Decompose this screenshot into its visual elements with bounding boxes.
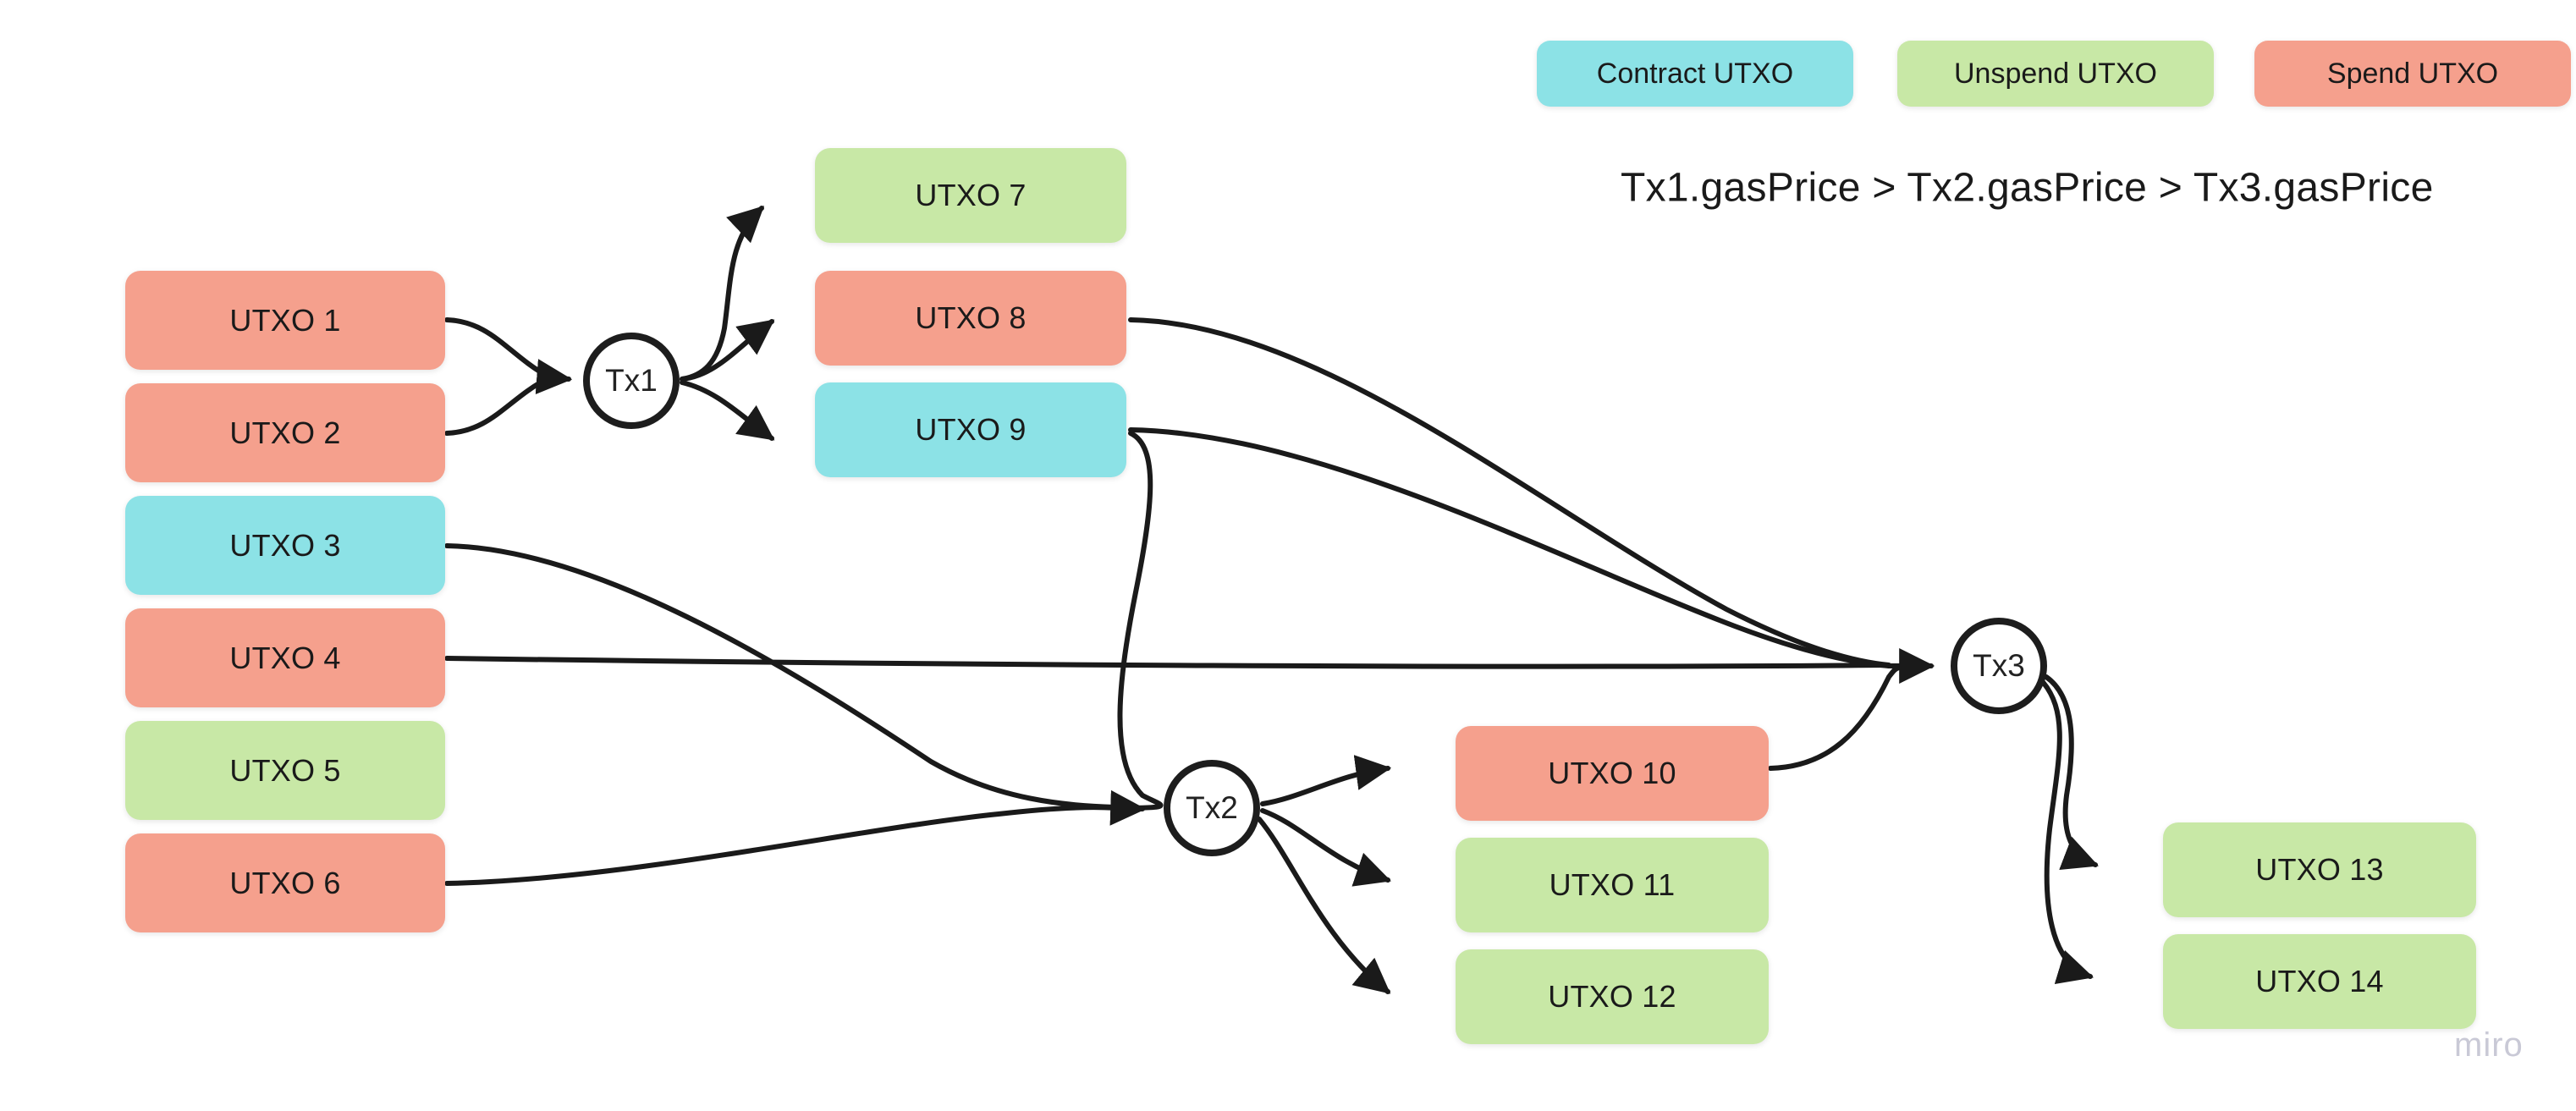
edge-utxo4-tx3: [444, 656, 1890, 669]
utxo-box-2[interactable]: UTXO 2: [125, 383, 445, 482]
legend-item-spend-utxo[interactable]: Spend UTXO: [2254, 41, 2571, 107]
tx-label-tx1: Tx1: [605, 363, 658, 398]
edge-utxo3-tx2: [444, 543, 1118, 810]
utxo-box-4[interactable]: UTXO 4: [125, 608, 445, 707]
utxo-box-7[interactable]: UTXO 7: [815, 148, 1126, 243]
edge-utxo6-tx2: [444, 805, 1118, 886]
utxo-label-12: UTXO 12: [1548, 979, 1676, 1014]
utxo-box-5[interactable]: UTXO 5: [125, 721, 445, 820]
utxo-box-11[interactable]: UTXO 11: [1456, 838, 1769, 932]
edge-utxo2-tx1: [444, 377, 549, 436]
edge-utxo9-tx2: [1113, 431, 1164, 811]
tx-label-tx3: Tx3: [1973, 648, 2025, 683]
utxo-label-3: UTXO 3: [229, 527, 341, 563]
utxo-label-2: UTXO 2: [229, 415, 341, 450]
utxo-label-4: UTXO 4: [229, 640, 341, 675]
edge-utxo1-tx1: [444, 317, 549, 378]
utxo-box-8[interactable]: UTXO 8: [815, 271, 1126, 366]
tx-label-tx2: Tx2: [1186, 790, 1238, 825]
tx-node-tx1[interactable]: Tx1: [583, 333, 680, 429]
edge-tx2-utxo12: [1257, 817, 1391, 994]
utxo-label-5: UTXO 5: [229, 752, 341, 788]
utxo-label-14: UTXO 14: [2255, 964, 2384, 998]
utxo-box-12[interactable]: UTXO 12: [1456, 949, 1769, 1044]
utxo-label-7: UTXO 7: [915, 178, 1027, 212]
legend-label-spend-utxo: Spend UTXO: [2326, 57, 2499, 90]
utxo-label-13: UTXO 13: [2255, 852, 2384, 887]
utxo-box-1[interactable]: UTXO 1: [125, 271, 445, 370]
utxo-box-10[interactable]: UTXO 10: [1456, 726, 1769, 821]
edge-tx1-utxo8: [680, 319, 775, 382]
utxo-label-6: UTXO 6: [229, 865, 341, 900]
utxo-label-8: UTXO 8: [915, 300, 1027, 335]
legend-label-contract-utxo: Contract UTXO: [1596, 57, 1794, 90]
edge-merge-tx1: [535, 359, 573, 395]
edge-utxo8-tx3: [1128, 317, 1891, 668]
legend-item-unspend-utxo[interactable]: Unspend UTXO: [1897, 41, 2214, 107]
utxo-box-9[interactable]: UTXO 9: [815, 382, 1126, 477]
utxo-box-14[interactable]: UTXO 14: [2163, 934, 2476, 1029]
utxo-box-3[interactable]: UTXO 3: [125, 496, 445, 595]
edge-utxo10-tx3: [1768, 665, 1902, 771]
tx-node-tx3[interactable]: Tx3: [1951, 618, 2047, 714]
edge-tx3-utxo14: [2040, 679, 2094, 985]
edge-tx1-utxo9: [680, 380, 775, 441]
miro-watermark: miro: [2454, 1026, 2524, 1064]
utxo-label-1: UTXO 1: [229, 302, 341, 338]
edge-tx3-utxo13: [2044, 674, 2099, 871]
utxo-box-6[interactable]: UTXO 6: [125, 833, 445, 932]
edge-utxo9-tx3: [1128, 427, 1891, 668]
utxo-label-9: UTXO 9: [915, 412, 1027, 447]
edge-tx2-utxo10: [1260, 755, 1392, 806]
legend-item-contract-utxo[interactable]: Contract UTXO: [1537, 41, 1853, 107]
legend-label-unspend-utxo: Unspend UTXO: [1954, 57, 2157, 90]
utxo-label-11: UTXO 11: [1549, 867, 1676, 902]
tx-node-tx2[interactable]: Tx2: [1164, 760, 1260, 856]
gas-price-formula: Tx1.gasPrice > Tx2.gasPrice > Tx3.gasPri…: [1621, 165, 2434, 211]
edge-tx2-utxo11: [1260, 808, 1391, 887]
edge-merge-tx2: [1109, 789, 1147, 826]
edge-tx1-utxo7: [680, 206, 765, 382]
utxo-box-13[interactable]: UTXO 13: [2163, 822, 2476, 917]
utxo-label-10: UTXO 10: [1548, 756, 1676, 790]
